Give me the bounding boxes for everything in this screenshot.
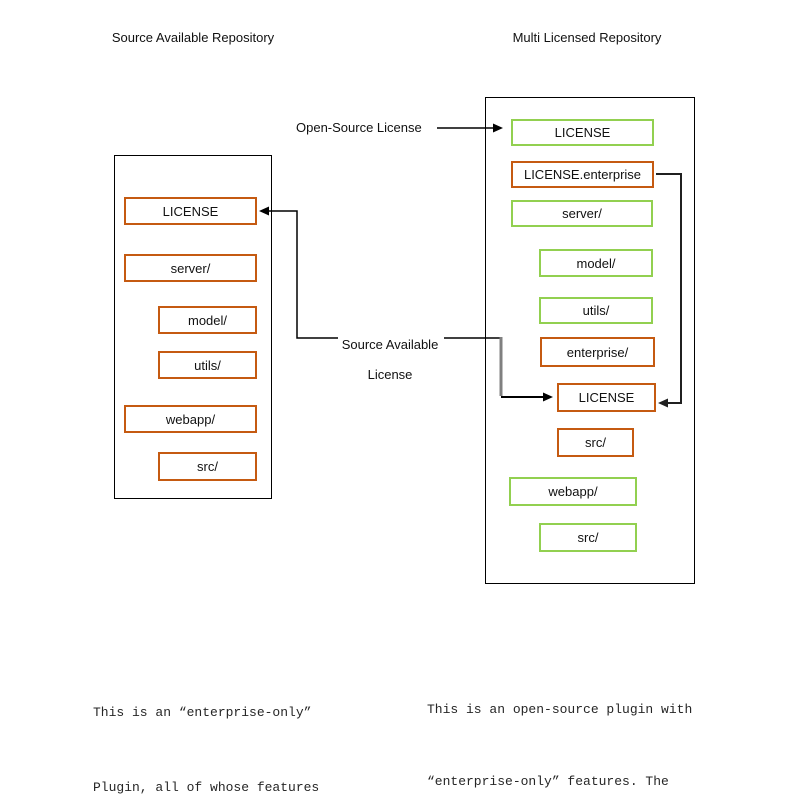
file-box-license: LICENSE: [511, 119, 654, 146]
file-box-label: model/: [187, 312, 228, 328]
file-box-label: utils/: [194, 357, 221, 373]
file-box-src: src/: [158, 452, 257, 481]
file-box-src: src/: [539, 523, 637, 552]
file-box-license-enterprise: LICENSE.enterprise: [511, 161, 654, 188]
file-box-utils: utils/: [158, 351, 257, 379]
file-box-webapp: webapp/: [509, 477, 637, 506]
file-box-label: server/: [562, 206, 602, 221]
note-line: This is an “enterprise-only”: [93, 705, 312, 720]
file-box-label: LICENSE: [554, 125, 611, 140]
file-box-label: LICENSE.enterprise: [523, 167, 642, 182]
note-line: “enterprise-only” features. The: [427, 774, 669, 789]
file-box-label: LICENSE: [162, 203, 219, 219]
file-box-label: src/: [577, 530, 599, 545]
file-box-label: enterprise/: [566, 344, 629, 360]
file-box-server: server/: [124, 254, 257, 282]
file-box-license: LICENSE: [124, 197, 257, 225]
file-box-license-nested: LICENSE: [557, 383, 656, 412]
file-box-label: LICENSE: [578, 390, 635, 405]
file-box-label: utils/: [582, 303, 610, 318]
file-box-label: model/: [576, 255, 616, 271]
file-box-model: model/: [158, 306, 257, 334]
left-repo-title: Source Available Repository: [111, 30, 275, 45]
note-line: This is an open-source plugin with: [427, 702, 693, 717]
file-box-model: model/: [539, 249, 653, 277]
source-available-license-label-line1: Source Available: [341, 337, 439, 352]
file-box-webapp: webapp/: [124, 405, 257, 433]
file-box-src-nested: src/: [557, 428, 634, 457]
right-repo-title: Multi Licensed Repository: [512, 30, 662, 45]
right-repo-outline: [485, 97, 695, 584]
file-box-enterprise-folder: enterprise/: [540, 337, 655, 367]
file-box-label: src/: [585, 435, 606, 450]
file-box-label: src/: [197, 459, 218, 474]
left-repo-note: This is an “enterprise-only” Plugin, all…: [93, 650, 366, 801]
open-source-license-label: Open-Source License: [296, 120, 422, 135]
source-available-license-label: Source Available License: [325, 330, 455, 390]
file-box-server: server/: [511, 200, 653, 227]
file-box-label: webapp/: [548, 484, 598, 499]
file-box-label: server/: [170, 260, 211, 276]
note-line: Plugin, all of whose features: [93, 780, 320, 795]
right-repo-note: This is an open-source plugin with “ente…: [427, 650, 692, 801]
file-box-label: webapp/: [165, 411, 216, 427]
source-available-license-label-line2: License: [367, 367, 413, 382]
file-box-utils: utils/: [539, 297, 653, 324]
